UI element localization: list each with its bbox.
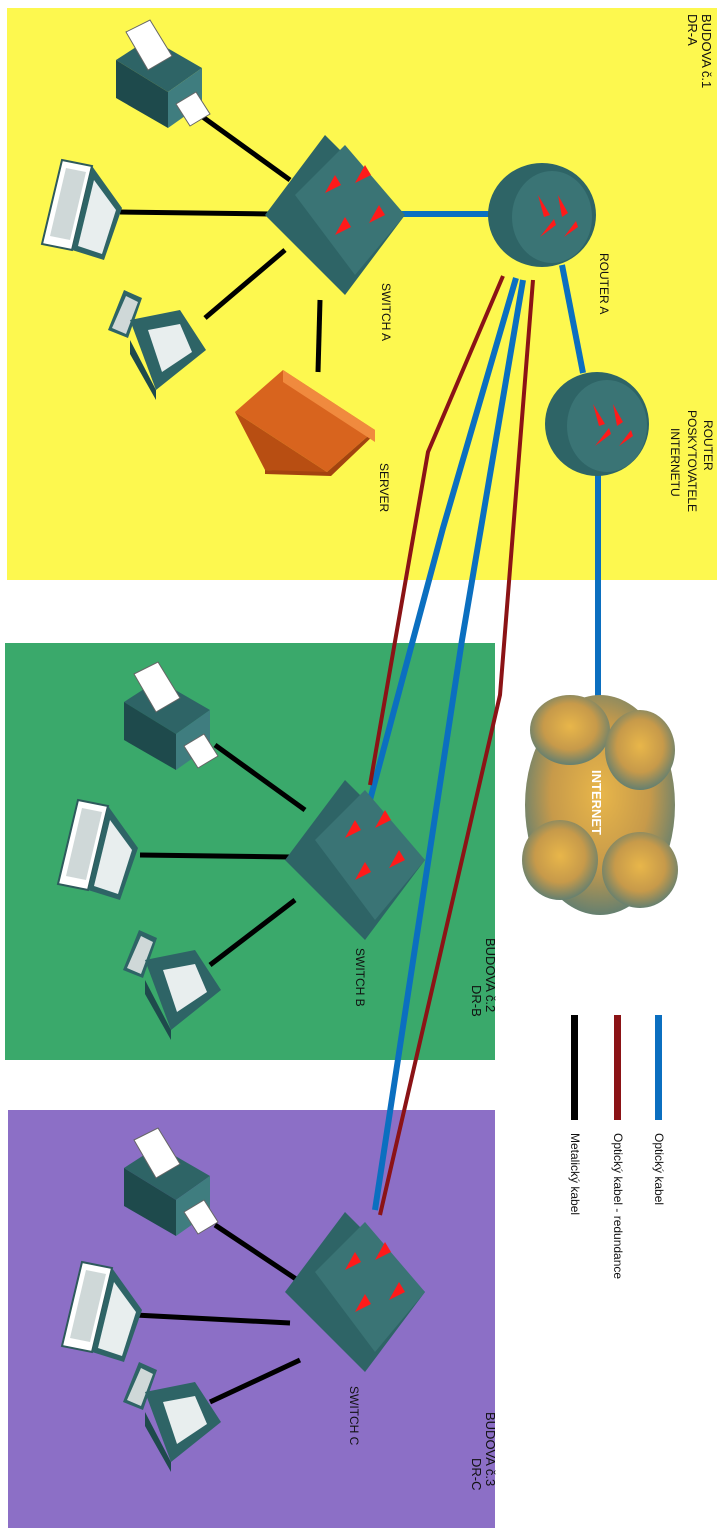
switch-c-label: SWITCH C xyxy=(347,1386,361,1446)
router-icon xyxy=(545,372,649,476)
router-isp-label-2: POSKYTOVATELE xyxy=(685,410,699,512)
printer-icon xyxy=(116,19,211,128)
workstation-icon xyxy=(108,290,206,400)
router-isp-label-3: INTERNETU xyxy=(668,428,682,497)
redundant-cables xyxy=(368,275,535,1216)
server-label: SERVER xyxy=(377,463,391,512)
legend-label-redundant: Optický kabel - redundance xyxy=(611,1133,625,1279)
building-1-name: BUDOVA č.1 xyxy=(699,14,714,88)
legend-label-optical: Optický kabel xyxy=(652,1133,666,1205)
router-icon xyxy=(488,163,596,267)
laptop-icon xyxy=(40,158,122,260)
printer-icon xyxy=(124,1127,219,1236)
legend-swatch-optical xyxy=(655,1015,662,1120)
building-2-code: DR-B xyxy=(469,985,484,1017)
cloud-icon xyxy=(522,695,678,915)
workstation-icon xyxy=(123,1362,221,1472)
internet-label: INTERNET xyxy=(589,770,604,835)
switch-icon xyxy=(285,1212,425,1372)
switch-icon xyxy=(285,780,425,940)
switch-b-label: SWITCH B xyxy=(353,948,367,1007)
building-3-code: DR-C xyxy=(469,1458,484,1491)
printer-icon xyxy=(124,661,219,770)
legend-swatch-metal xyxy=(571,1015,578,1120)
router-isp-label-1: ROUTER xyxy=(701,420,715,471)
switch-icon xyxy=(265,135,405,295)
laptop-icon xyxy=(60,1260,142,1362)
building-1-code: DR-A xyxy=(685,14,700,46)
workstation-icon xyxy=(123,930,221,1040)
legend-swatch-redundant xyxy=(614,1015,621,1120)
optical-cables xyxy=(367,211,601,1211)
switch-a-label: SWITCH A xyxy=(379,283,393,341)
laptop-icon xyxy=(56,798,138,900)
metal-cables xyxy=(119,112,323,1405)
building-3-name: BUDOVA č.3 xyxy=(483,1412,498,1486)
router-a-label: ROUTER A xyxy=(597,253,611,314)
legend-label-metal: Metalický kabel xyxy=(568,1133,582,1215)
server-icon xyxy=(235,370,375,476)
building-2-name: BUDOVA č.2 xyxy=(483,938,498,1012)
